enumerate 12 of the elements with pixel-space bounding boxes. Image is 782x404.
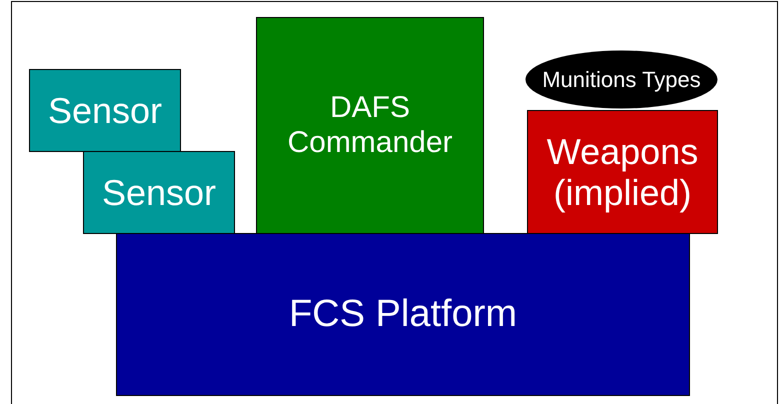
node-label: FCS Platform <box>288 292 518 336</box>
node-label: Sensor <box>102 172 216 214</box>
commander-box <box>256 17 484 234</box>
sensor-box <box>83 151 235 234</box>
sensor-box <box>29 69 181 152</box>
platform-box <box>116 233 690 396</box>
weapons-box <box>527 110 718 234</box>
node-label: DAFS Commander <box>287 91 453 160</box>
node-label: Sensor <box>48 90 162 132</box>
munitions-ellipse <box>525 50 718 109</box>
node-label: Munitions Types <box>542 66 701 92</box>
node-label: Weapons (implied) <box>546 130 700 214</box>
